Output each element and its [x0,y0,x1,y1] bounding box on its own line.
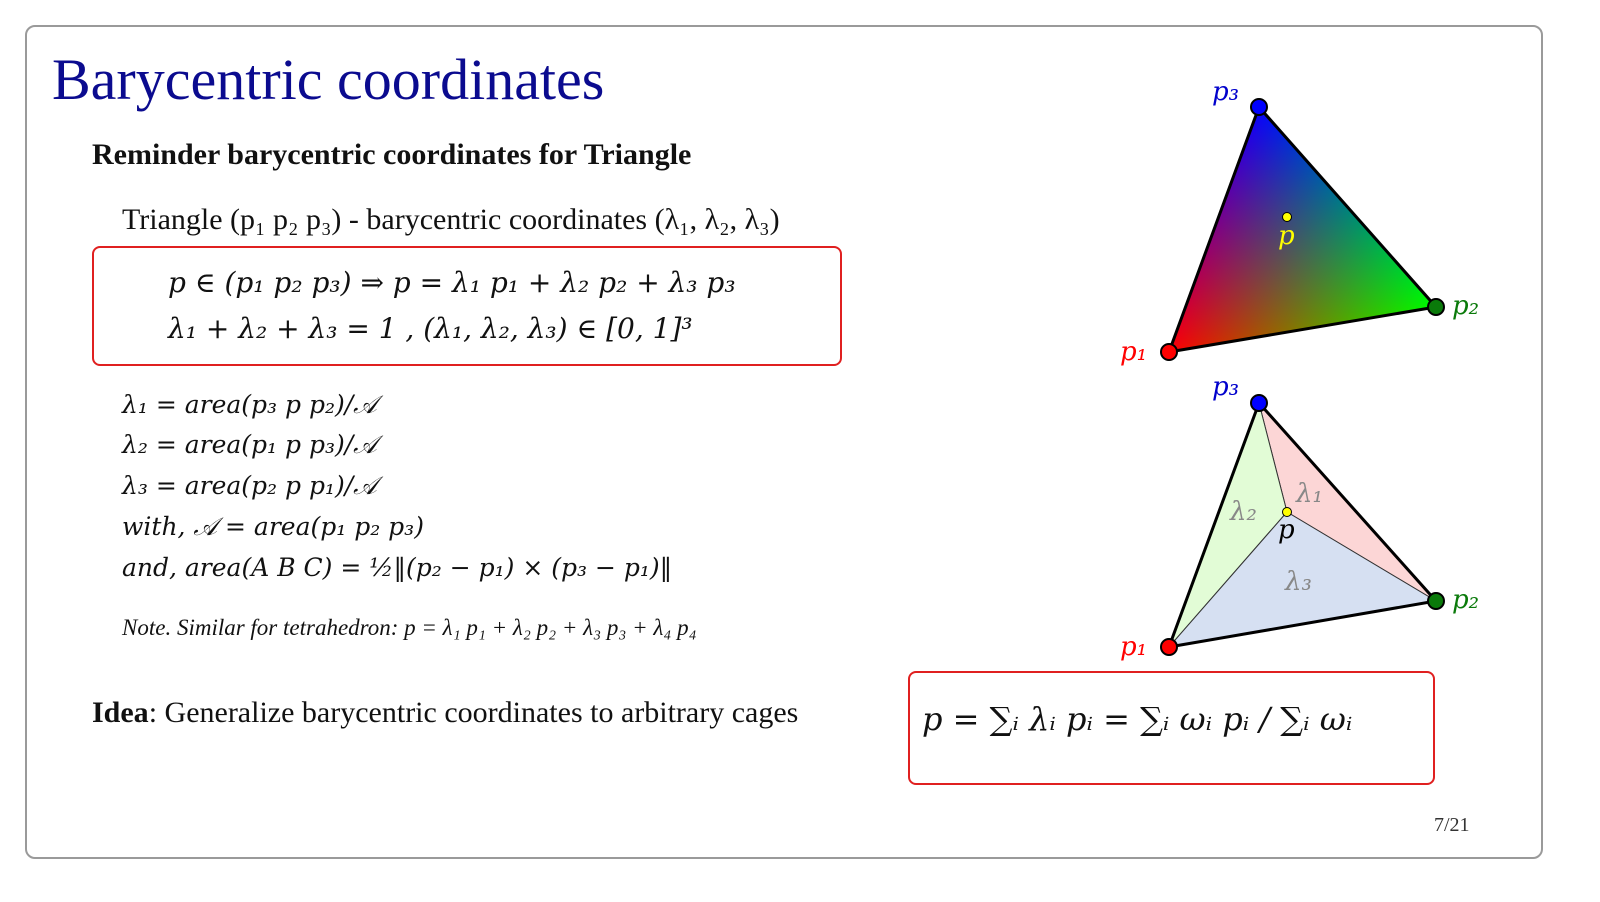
definition-formula-2: λ₁ + λ₂ + λ₃ = 1 , (λ₁, λ₂, λ₃) ∈ [0, 1]… [168,312,693,345]
idea-label: Idea [92,696,149,729]
label-lambda1: λ₁ [1295,479,1323,509]
vertex-p3-dot [1250,98,1268,116]
point-p-dot [1282,507,1292,517]
tetrahedron-note: Note. Similar for tetrahedron: p = λ₁ p₁… [122,615,697,640]
equation-lambda2: λ₂ = area(p₁ p p₃)/𝒜 [122,430,377,459]
slide-subtitle: Reminder barycentric coordinates for Tri… [92,138,692,171]
label-p1: p₁ [1120,337,1147,367]
slide-title: Barycentric coordinates [52,47,605,112]
idea-formula-box [908,671,1435,785]
vertex-p3-dot [1250,394,1268,412]
area-subdivision-triangle [1166,400,1439,649]
definition-box [92,246,842,366]
label-p2: p₂ [1452,585,1479,615]
equation-area-total: with, 𝒜 = area(p₁ p₂ p₃) [122,512,424,541]
color-gradient-triangle [1166,104,1439,354]
idea-description: : Generalize barycentric coordinates to … [148,696,799,729]
label-p3: p₃ [1212,372,1239,402]
label-p: p [1278,515,1295,545]
definition-formula-1: p ∈ (p₁ p₂ p₃) ⇒ p = λ₁ p₁ + λ₂ p₂ + λ₃ … [168,266,736,299]
idea-text: Idea: Generalize barycentric coordinates… [92,696,798,730]
vertex-p2-dot [1427,592,1445,610]
intro-text: Triangle (p₁ p₂ p₃) - barycentric coordi… [122,203,780,236]
label-lambda2: λ₂ [1229,497,1257,527]
page-number: 7/21 [1434,814,1470,836]
equation-lambda1: λ₁ = area(p₃ p p₂)/𝒜 [122,390,377,419]
idea-formula: p = ∑ᵢ λᵢ pᵢ = ∑ᵢ ωᵢ pᵢ / ∑ᵢ ωᵢ [922,700,1353,738]
label-p1: p₁ [1120,632,1147,662]
vertex-p1-dot [1160,638,1178,656]
label-p2: p₂ [1452,291,1479,321]
equation-area-formula: and, area(A B C) = ½‖(p₂ − p₁) × (p₃ − p… [122,553,673,582]
slide-frame [25,25,1543,859]
label-lambda3: λ₃ [1284,567,1312,597]
label-p3: p₃ [1212,77,1239,107]
vertex-p2-dot [1427,298,1445,316]
equation-lambda3: λ₃ = area(p₂ p p₁)/𝒜 [122,471,377,500]
point-p-dot [1282,212,1292,222]
vertex-p1-dot [1160,343,1178,361]
label-p: p [1278,221,1295,251]
